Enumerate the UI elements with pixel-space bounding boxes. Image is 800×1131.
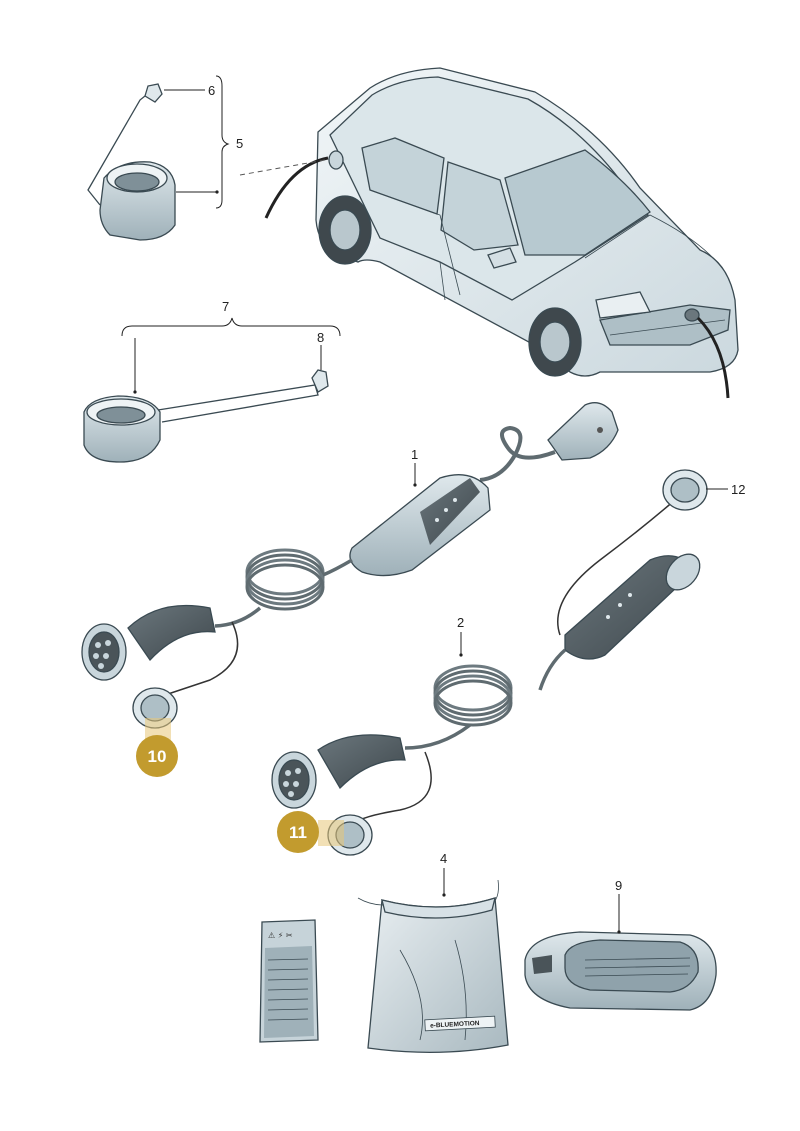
warning-label-card: ⚠ ⚡ ✂ [259,919,319,1043]
highlight-box-11 [318,820,344,846]
callout-7: 7 [222,299,229,314]
callout-8: 8 [317,330,324,345]
badge-11[interactable] [277,811,319,853]
charging-cable-part-2 [271,469,708,856]
car-illustration [239,67,739,399]
storage-bag-part-4: e-BLUEMOTION [357,879,509,1053]
callout-6: 6 [208,83,215,98]
badge-10[interactable] [136,735,178,777]
badge-11-label: 11 [289,823,307,842]
callout-4: 4 [440,851,447,866]
warning-symbols: ⚠ ⚡ ✂ [268,931,293,940]
callout-12: 12 [731,482,745,497]
callout-5: 5 [236,136,243,151]
charge-holder-part-5 [87,83,176,241]
badge-10-label: 10 [148,747,167,766]
bag-label: e-BLUEMOTION [430,1020,480,1030]
callout-1: 1 [411,447,418,462]
storage-case-part-9 [524,931,717,1011]
callout-9: 9 [615,878,622,893]
charging-cable-part-1 [81,402,619,729]
charge-holder-part-7 [83,369,329,463]
callout-2: 2 [457,615,464,630]
